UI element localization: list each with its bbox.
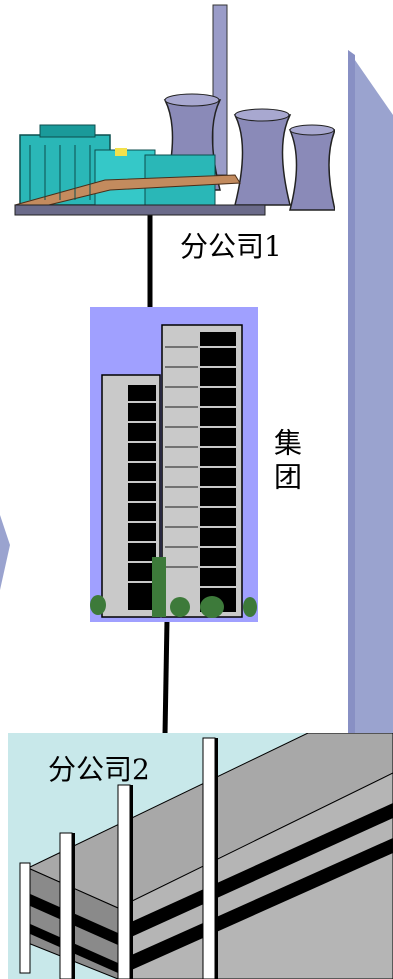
connector-bottom — [162, 619, 170, 736]
office-building-icon — [8, 733, 393, 979]
branch1-label: 分公司1 — [180, 230, 282, 263]
power-plant-icon — [14, 4, 335, 216]
group-label: 集团 — [270, 428, 303, 496]
left-arrow-tip — [0, 515, 10, 590]
branch2-label: 分公司2 — [48, 753, 150, 786]
skyscraper-icon — [90, 307, 258, 622]
